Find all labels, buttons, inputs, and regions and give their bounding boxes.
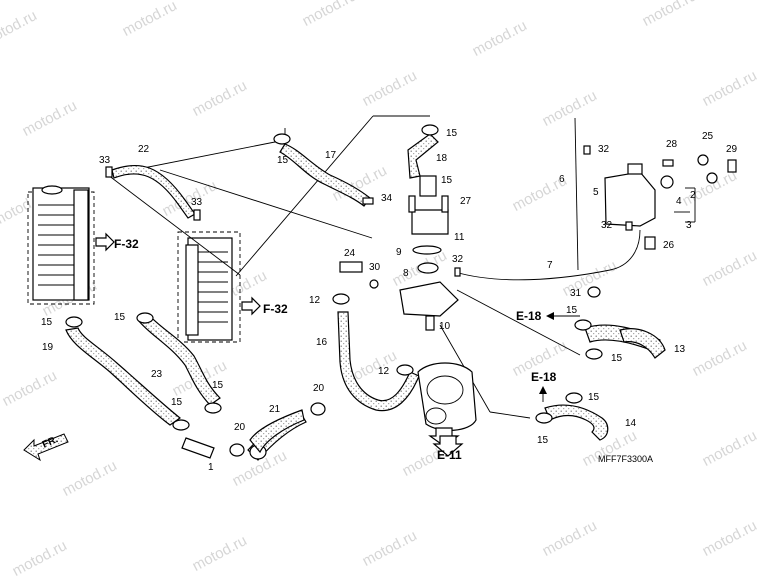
front-arrow	[23, 433, 69, 462]
bolts	[105, 145, 674, 277]
part-number-15[interactable]: 15	[277, 155, 289, 166]
joint-pipe	[181, 402, 326, 460]
part-number-15[interactable]: 15	[611, 353, 623, 364]
part-number-19[interactable]: 19	[42, 342, 54, 353]
leader-lines	[107, 115, 696, 419]
part-number-3[interactable]: 3	[686, 220, 692, 231]
ref-e11[interactable]: E-11	[437, 448, 462, 462]
left-radiator	[27, 185, 95, 305]
part-number-11[interactable]: 11	[454, 232, 465, 243]
part-number-33[interactable]: 33	[99, 155, 111, 166]
part-number-15[interactable]: 15	[171, 397, 183, 408]
part-number-26[interactable]: 26	[663, 240, 675, 251]
part-number-5[interactable]: 5	[593, 187, 599, 198]
clamps	[65, 124, 603, 431]
part-number-8[interactable]: 8	[403, 268, 409, 279]
e11-arrow	[432, 435, 464, 457]
ref-e18-lower[interactable]: E-18	[531, 370, 557, 384]
part-number-4[interactable]: 4	[676, 196, 682, 207]
ref-f32-right[interactable]: F-32	[263, 302, 288, 316]
tubes	[454, 117, 641, 281]
part-number-31[interactable]: 31	[570, 288, 582, 299]
water-pump-assembly	[417, 362, 477, 447]
part-number-21[interactable]: 21	[269, 404, 281, 415]
part-number-32[interactable]: 32	[601, 220, 613, 231]
part-number-15[interactable]: 15	[441, 175, 453, 186]
part-number-27[interactable]: 27	[460, 196, 472, 207]
part-number-20[interactable]: 20	[313, 383, 325, 394]
part-number-20[interactable]: 20	[234, 422, 246, 433]
part-number-15[interactable]: 15	[446, 128, 458, 139]
part-number-15[interactable]: 15	[41, 317, 53, 328]
part-number-18[interactable]: 18	[436, 153, 448, 164]
part-number-15[interactable]: 15	[114, 312, 126, 323]
part-number-15[interactable]: 15	[566, 305, 578, 316]
part-number-23[interactable]: 23	[151, 369, 163, 380]
part-number-33[interactable]: 33	[191, 197, 203, 208]
part-number-10[interactable]: 10	[439, 321, 451, 332]
part-number-15[interactable]: 15	[537, 435, 549, 446]
part-number-13[interactable]: 13	[674, 344, 686, 355]
ref-e18-upper[interactable]: E-18	[516, 309, 542, 323]
reserve-tank	[604, 154, 737, 250]
part-number-28[interactable]: 28	[666, 139, 678, 150]
part-number-22[interactable]: 22	[138, 144, 150, 155]
e18-arrows	[539, 312, 580, 402]
ref-arrow-f32-right	[241, 296, 261, 316]
ref-f32-left[interactable]: F-32	[114, 237, 139, 251]
part-number-9[interactable]: 9	[396, 247, 402, 258]
right-radiator	[177, 231, 241, 343]
part-number-7[interactable]: 7	[547, 260, 553, 271]
part-number-30[interactable]: 30	[369, 262, 381, 273]
part-number-34[interactable]: 34	[381, 193, 393, 204]
diagram-code: MFF7F3300A	[598, 454, 653, 464]
part-number-15[interactable]: 15	[588, 392, 600, 403]
part-number-1[interactable]: 1	[208, 462, 214, 473]
part-number-32[interactable]: 32	[598, 144, 610, 155]
part-number-12[interactable]: 12	[309, 295, 321, 306]
part-number-2[interactable]: 2	[690, 190, 696, 201]
part-number-17[interactable]: 17	[325, 150, 337, 161]
part-number-32[interactable]: 32	[452, 254, 464, 265]
part-number-6[interactable]: 6	[559, 174, 565, 185]
hose-13-14	[249, 328, 666, 454]
ref-arrow-f32-left	[95, 232, 115, 252]
part-number-25[interactable]: 25	[702, 131, 714, 142]
part-number-24[interactable]: 24	[344, 248, 356, 259]
part-number-16[interactable]: 16	[316, 337, 328, 348]
part-number-29[interactable]: 29	[726, 144, 738, 155]
part-number-15[interactable]: 15	[212, 380, 224, 391]
thermostat-housing	[339, 175, 459, 331]
part-number-12[interactable]: 12	[378, 366, 390, 377]
part-number-14[interactable]: 14	[625, 418, 637, 429]
